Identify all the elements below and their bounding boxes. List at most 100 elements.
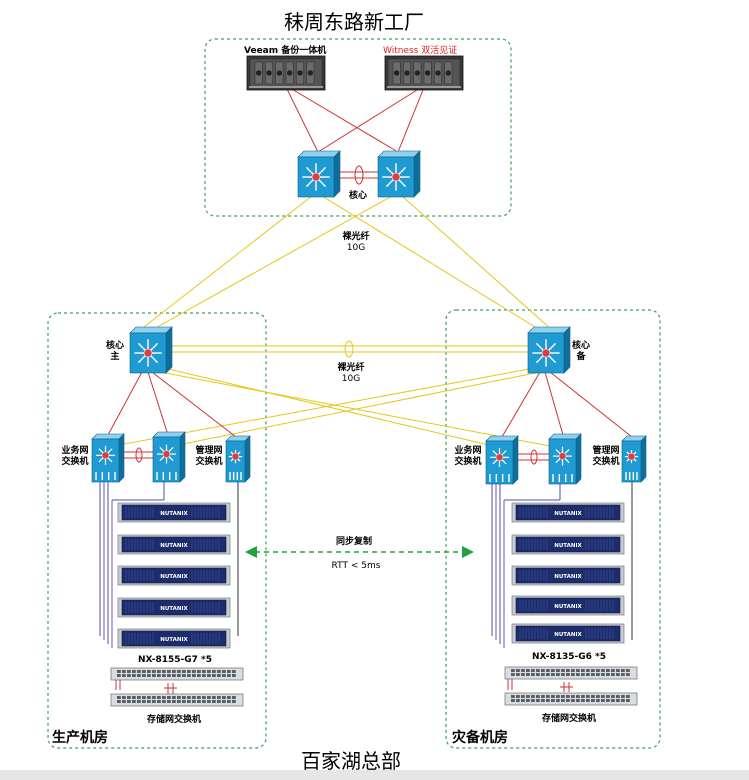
left-biz-switch-2-arrow [168,447,174,453]
storage-switches [110,666,638,707]
left-storage-switch-a-port [212,670,216,673]
right-nutanix-node: NUTANIX [511,565,625,586]
veeam-appliance-fan [307,69,314,77]
right-storage-switch-a-port [566,673,570,676]
top-core-bundle-ring [354,165,364,185]
left-core-switch-hub [143,348,153,358]
left-biz-switch-2 [152,431,186,483]
right-core-access-links [501,371,633,461]
right-access-bundle-ring [530,449,538,465]
left-storage-switch-a-port [122,674,126,677]
right-storage-switch-a-port [581,669,585,672]
left-storage-switch-b-port [167,696,171,699]
left-storage-switch-b-port [187,696,191,699]
left-core-switch-arrow [137,342,146,351]
right-storage-switch-b-port [511,695,515,698]
left-storage-switch-b-port [187,700,191,703]
witness-device-label: Witness 双活见证 [383,46,458,56]
right-mgmt-switch-label: 管理网 交换机 [586,446,626,468]
left-storage-switch-b-port [182,700,186,703]
left-storage-switch-b-port [202,700,206,703]
left-storage-switch-a-port [132,670,136,673]
top-core-switch-right-hub [391,172,401,182]
left-storage-switch-a-port [192,670,196,673]
right-storage-switch-b-port [521,695,525,698]
top-core-label: 核心 [349,191,368,201]
left-storage-switch-a-port [147,674,151,677]
right-storage-switch-a-port [591,673,595,676]
right-storage-switch-a-port [596,669,600,672]
right-storage-switch-a-port [571,669,575,672]
left-storage-switch-b-port [192,700,196,703]
right-storage-switch-a-port [526,673,530,676]
uplink-fiber-speed: 10G [346,243,366,253]
right-storage-switch-b-port [616,695,620,698]
left-core-switch-top [129,326,173,334]
left-storage-switch-b-port [162,696,166,699]
right-storage-switch-a-port [551,673,555,676]
right-storage-switch-b-port [516,695,520,698]
right-storage-switch-b-port [626,695,630,698]
right-storage-switch-a-port [621,669,625,672]
right-storage-switch-a-port [521,673,525,676]
right-biz-switch-2-top [548,433,582,440]
left-storage-switch-a-port [227,670,231,673]
right-storage-switch-a-port [536,673,540,676]
right-storage-switch-a-port [541,669,545,672]
top-core-switch-left-top [297,150,341,158]
left-storage-switch-b-port [132,700,136,703]
left-mgmt-switch-line2: 交换机 [195,457,223,467]
storage-stack-links [164,682,573,694]
left-storage-switch-a-port [152,674,156,677]
right-storage-switch-a-port [531,669,535,672]
right-storage-switch-b-port [546,699,550,702]
left-storage-switch-a-port [132,674,136,677]
left-storage-switch-a-port [142,670,146,673]
left-storage-switch-a-port [192,674,196,677]
left-storage-switch-a-port [162,670,166,673]
left-storage-switch-a-port [227,674,231,677]
left-storage-switch-a-port [187,674,191,677]
right-storage-switch-a [504,666,638,680]
footer-strip [0,770,749,780]
left-nutanix-node-bezel [121,599,227,616]
left-nutanix-node: NUTANIX [117,628,231,649]
left-storage-switch-b-port [232,696,236,699]
left-storage-switch-b-port [197,700,201,703]
right-storage-switch-a-port [581,673,585,676]
right-biz-switch-arrow [501,450,507,456]
left-server-model: NX-8155-G7 *5 [137,655,212,665]
right-storage-switch-a-port [546,669,550,672]
left-storage-switch-b-port [182,696,186,699]
top-core-switch-right-top [377,150,421,158]
left-storage-switch-b-port [127,696,131,699]
left-core-switch-arrow [137,355,146,364]
right-storage-switch-b-port [531,699,535,702]
left-storage-switch-b-port [222,696,226,699]
right-storage-switch-a-port [591,669,595,672]
left-storage-switch-a-port [222,674,226,677]
right-storage-switch-a-port [576,673,580,676]
top-core-switch-right-arrow [385,179,394,188]
left-storage-switch-b-port [117,696,121,699]
veeam-appliance [246,55,326,91]
right-core-switch [527,326,571,374]
left-nutanix-node-brand: NUTANIX [160,511,188,517]
left-core-access-links [107,371,237,459]
left-storage-switch-a-port [127,670,131,673]
left-storage-switch-a-port [217,670,221,673]
right-storage-switch-a-port [521,669,525,672]
left-mgmt-switch-side [244,435,251,483]
right-core-switch-arrow [548,355,557,364]
right-storage-switch-b-port [601,699,605,702]
right-storage-switch-a-port [601,669,605,672]
left-nutanix-node-brand: NUTANIX [160,637,188,643]
left-mgmt-switch [225,435,251,483]
right-storage-switch-a-port [566,669,570,672]
right-biz-switch-hub [495,453,504,462]
right-storage-switch-a-port [556,669,560,672]
left-biz-switch-2-top [152,431,186,438]
left-biz-switch-arrow [98,457,104,463]
left-mgmt-switch-hub [231,452,240,461]
right-storage-switch-b-port [576,695,580,698]
